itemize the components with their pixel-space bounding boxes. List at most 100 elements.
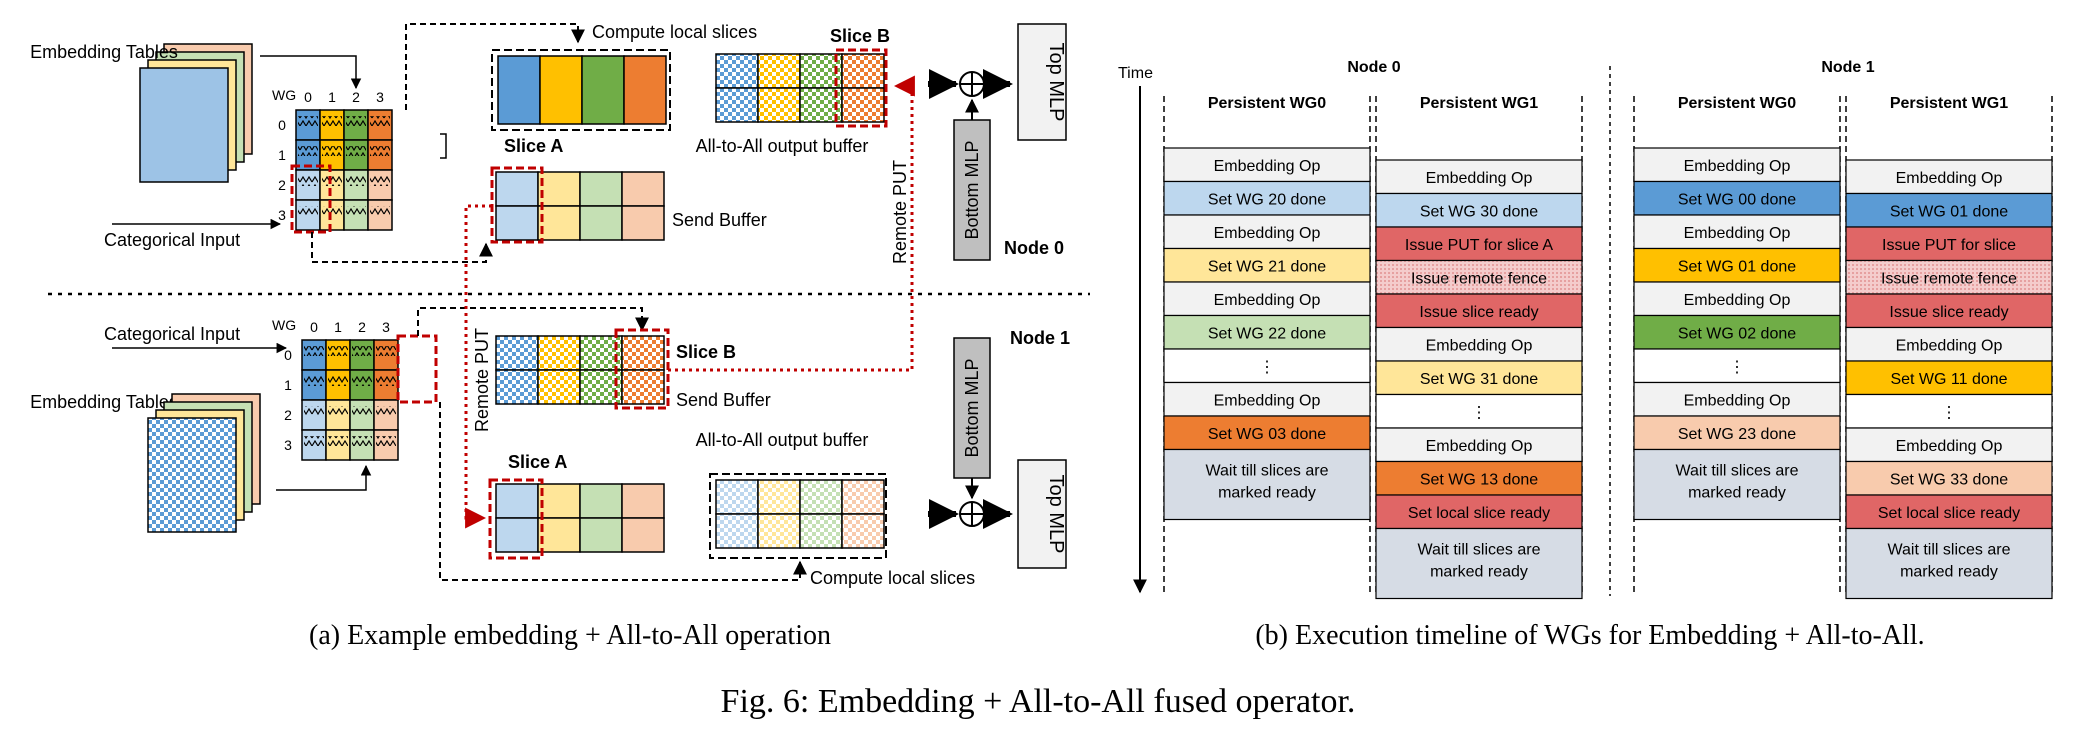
remote-put-arrow-a bbox=[464, 204, 492, 529]
timeline-row-label: Issue PUT for slice A bbox=[1405, 237, 1554, 254]
timeline-row-label: Issue remote fence bbox=[1411, 270, 1547, 287]
local-slice-cell bbox=[623, 55, 667, 125]
wait-label: marked ready bbox=[1688, 485, 1786, 502]
timeline-row-label: Embedding Op bbox=[1426, 438, 1533, 455]
timeline-row-label: Set local slice ready bbox=[1878, 505, 2020, 522]
timeline-row bbox=[1375, 293, 1583, 329]
buffer-cell bbox=[715, 479, 759, 515]
buffer-cell bbox=[537, 205, 581, 241]
wg-cell-pattern bbox=[370, 176, 390, 186]
timeline-row-label: Set WG 11 done bbox=[1890, 371, 2007, 388]
timeline-row-label: Set WG 23 done bbox=[1678, 426, 1796, 443]
buffer-cell bbox=[537, 171, 581, 207]
slice-a-label: Slice A bbox=[508, 452, 567, 472]
wait-box bbox=[1633, 448, 1841, 521]
slice-b-highlight bbox=[834, 48, 888, 128]
buffer-cell bbox=[799, 479, 843, 515]
panel-b-caption: (b) Execution timeline of WGs for Embedd… bbox=[1255, 620, 1924, 651]
timeline-row bbox=[1845, 494, 2053, 530]
buffer-cell bbox=[621, 335, 665, 371]
wg-cell-pattern bbox=[346, 206, 366, 216]
row-index: 2 bbox=[284, 407, 292, 423]
buffer-cell bbox=[841, 87, 885, 123]
wg-cell-pattern bbox=[322, 176, 342, 186]
wait-box bbox=[1375, 527, 1583, 600]
panel-a-caption: (a) Example embedding + All-to-All opera… bbox=[309, 620, 831, 651]
timeline-row-label: Issue slice ready bbox=[1419, 304, 1538, 321]
col-index: 2 bbox=[352, 89, 360, 105]
wg-cell-pattern bbox=[304, 376, 324, 386]
wg-cell-pattern bbox=[304, 436, 324, 446]
bottom-mlp-label: Bottom MLP bbox=[962, 358, 982, 457]
buffer-cell bbox=[841, 479, 885, 515]
timeline-row bbox=[1375, 326, 1583, 362]
timeline-row bbox=[1163, 314, 1371, 350]
buffer-cell bbox=[579, 483, 623, 519]
buffer-cell bbox=[715, 53, 759, 89]
timeline-row-label: Embedding Op bbox=[1684, 392, 1791, 409]
col-index: 0 bbox=[304, 89, 312, 105]
wg-cell-pattern bbox=[352, 376, 372, 386]
node0-title: Node 0 bbox=[1347, 59, 1400, 76]
slice-a-label: Slice A bbox=[504, 136, 563, 156]
timeline-row bbox=[1845, 393, 2053, 429]
wg-cell-pattern bbox=[346, 146, 366, 156]
output-buffer bbox=[715, 53, 885, 123]
wg-cell-pattern bbox=[346, 176, 366, 186]
timeline-row-label: Embedding Op bbox=[1214, 292, 1321, 309]
timeline-row bbox=[1845, 460, 2053, 496]
timeline-row bbox=[1163, 348, 1371, 384]
timeline-row bbox=[1375, 360, 1583, 396]
buffer-cell bbox=[495, 171, 539, 207]
timeline-row-label: Set WG 30 done bbox=[1420, 203, 1538, 220]
remote-put-label-bottom: Remote PUT bbox=[472, 328, 492, 432]
timeline-row-label: Embedding Op bbox=[1426, 337, 1533, 354]
row-index: 1 bbox=[284, 377, 292, 393]
buffer-cell bbox=[579, 335, 623, 371]
timeline-row-label: Set WG 01 done bbox=[1890, 203, 2008, 220]
wg-cell-pattern bbox=[298, 176, 318, 186]
buffer-cell bbox=[757, 513, 801, 549]
buffer-cell bbox=[757, 53, 801, 89]
wg-cell-pattern bbox=[370, 206, 390, 216]
timeline-row bbox=[1633, 180, 1841, 216]
timeline-row bbox=[1163, 381, 1371, 417]
timeline-row bbox=[1163, 281, 1371, 317]
timeline-row bbox=[1163, 214, 1371, 250]
local-slice-cell bbox=[581, 55, 625, 125]
timeline-row-label: Set WG 33 done bbox=[1890, 471, 2008, 488]
timeline-row-label: Embedding Op bbox=[1214, 225, 1321, 242]
wg-cell-pattern bbox=[328, 346, 348, 356]
timeline-row bbox=[1845, 159, 2053, 195]
wg-cell-pattern bbox=[346, 116, 366, 126]
send-buffer-label: Send Buffer bbox=[672, 210, 767, 230]
buffer-cell bbox=[799, 513, 843, 549]
wait-label: Wait till slices are bbox=[1676, 463, 1799, 480]
row-index: 2 bbox=[278, 177, 286, 193]
remote-put-label-top: Remote PUT bbox=[890, 160, 910, 264]
col-index: 1 bbox=[334, 319, 342, 335]
wg-cell-pattern bbox=[304, 406, 324, 416]
timeline-row-label: Embedding Op bbox=[1896, 438, 2003, 455]
timeline-row bbox=[1633, 348, 1841, 384]
output-buffer-box bbox=[709, 473, 887, 559]
top-mlp-box bbox=[1017, 459, 1067, 569]
buffer-cell bbox=[757, 87, 801, 123]
timeline-row-label: Set WG 22 done bbox=[1208, 325, 1326, 342]
wait-box bbox=[1845, 527, 2053, 600]
timeline-row-label: Embedding Op bbox=[1684, 292, 1791, 309]
top-mlp-box bbox=[1017, 23, 1067, 141]
node1-label: Node 1 bbox=[1010, 328, 1070, 348]
timeline-row bbox=[1163, 247, 1371, 283]
wg-grid bbox=[301, 339, 399, 461]
buffer-cell bbox=[757, 479, 801, 515]
timeline-row-label: Embedding Op bbox=[1684, 158, 1791, 175]
